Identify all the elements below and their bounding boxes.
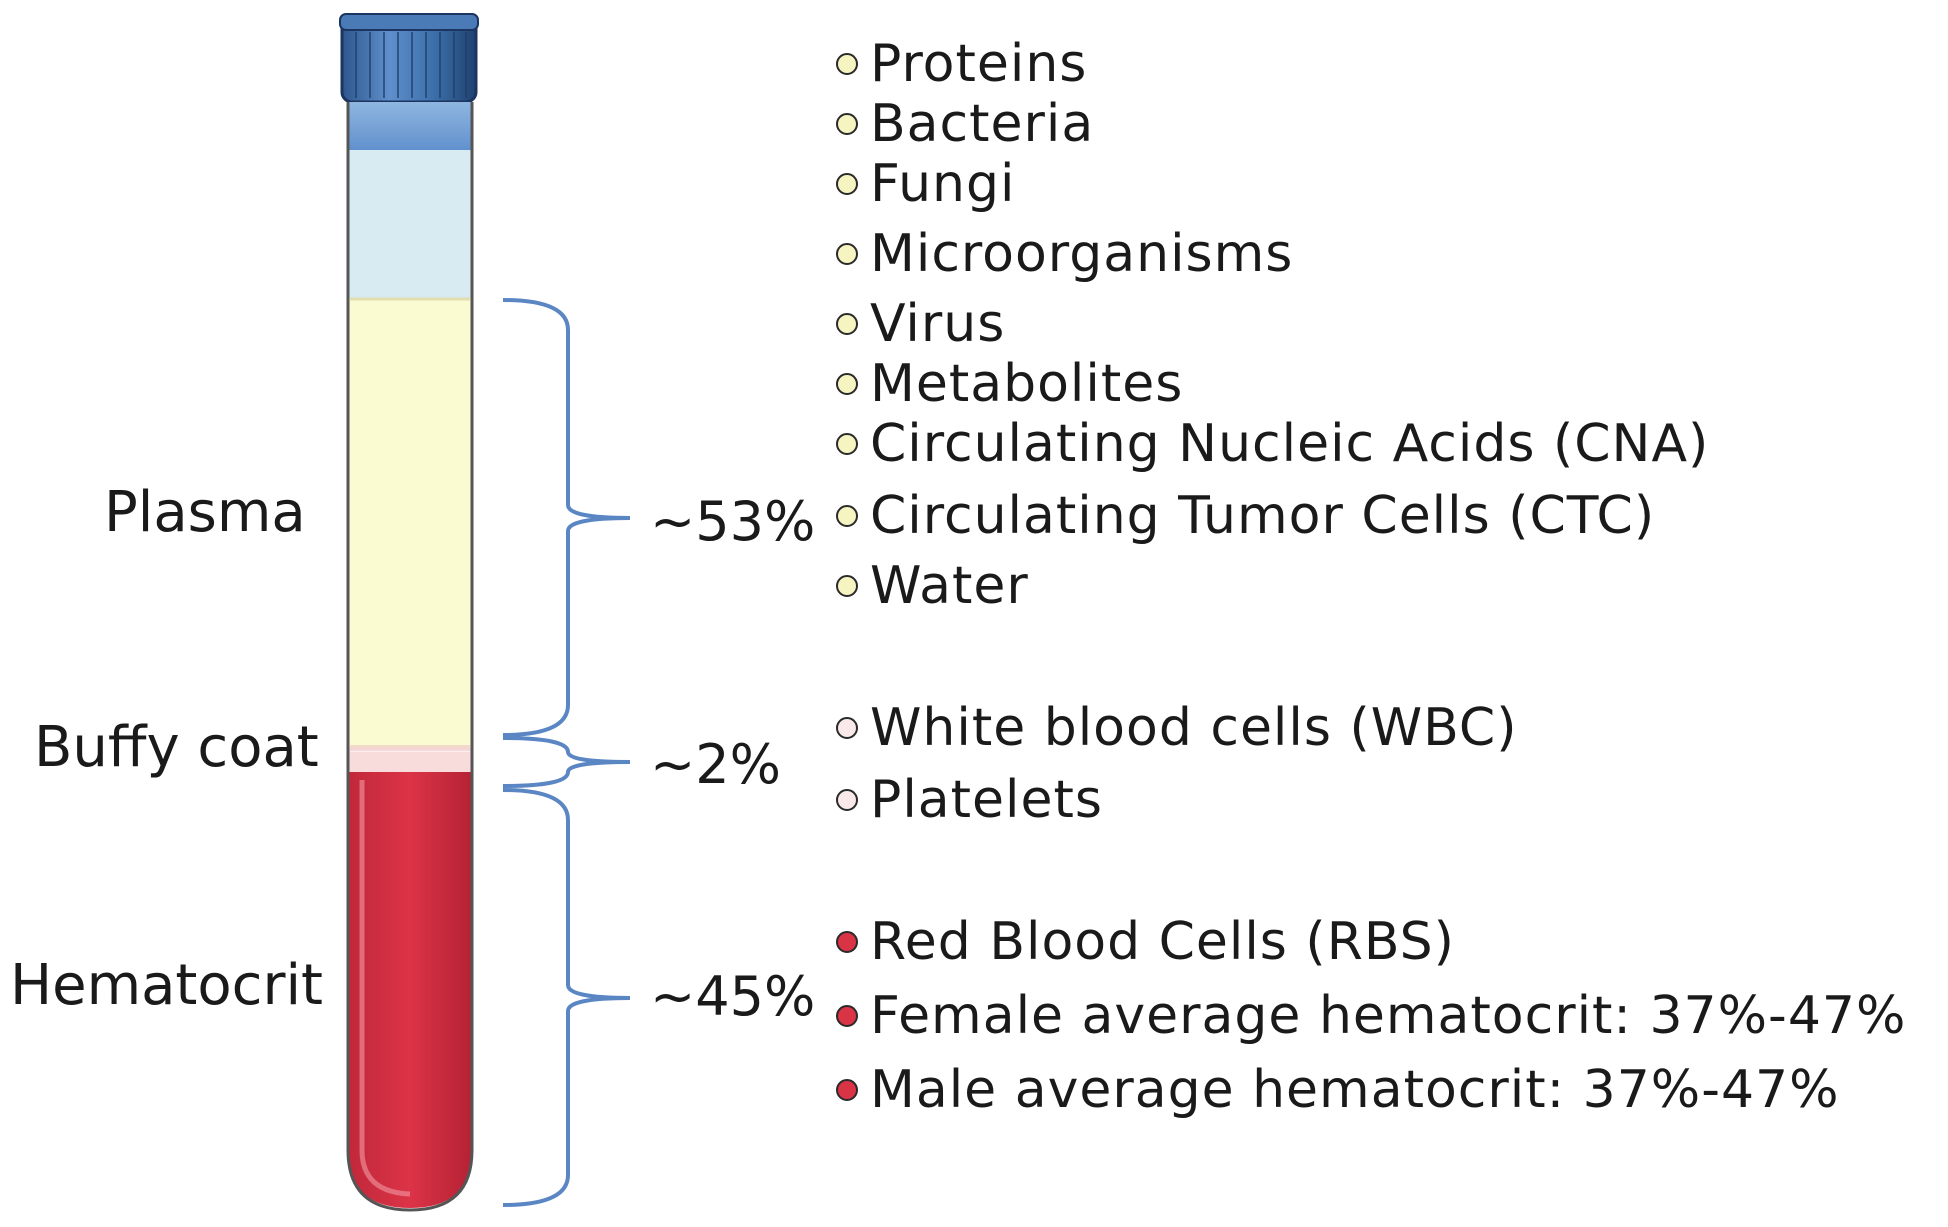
hematocrit-percent: ~45% [650,965,816,1028]
tube-cap [339,13,479,104]
list-item: Fungi [836,154,1015,214]
plasma-layer [348,298,472,748]
buffy-coat-label: Buffy coat [34,715,319,780]
hematocrit-bracket [502,788,631,1207]
list-item: Virus [836,294,1005,354]
air-space [348,150,472,298]
bullet-dot [836,113,858,135]
list-item: Red Blood Cells (RBS) [836,912,1455,972]
bullet-dot [836,931,858,953]
bullet-dot [836,173,858,195]
list-item: Metabolites [836,354,1183,414]
bullet-dot [836,53,858,75]
bullet-dot [836,433,858,455]
bullet-dot [836,1005,858,1027]
plasma-label: Plasma [104,480,306,545]
list-item: Microorganisms [836,224,1293,284]
buffy-coat-layer [348,748,472,772]
list-item: White blood cells (WBC) [836,698,1518,758]
list-item: Proteins [836,34,1087,94]
list-item: Circulating Tumor Cells (CTC) [836,486,1655,546]
bullet-dot [836,505,858,527]
list-item: Water [836,556,1029,616]
plasma-percent: ~53% [650,490,816,553]
list-item: Circulating Nucleic Acids (CNA) [836,414,1709,474]
buffy-coat-bracket [502,736,631,788]
hematocrit-label: Hematocrit [10,953,323,1018]
list-item: Male average hematocrit: 37%-47% [836,1060,1840,1120]
bullet-dot [836,243,858,265]
buffy-coat-percent: ~2% [650,733,781,796]
plasma-bracket [502,298,631,737]
hematocrit-layer [348,772,472,1208]
list-item: Female average hematocrit: 37%-47% [836,986,1906,1046]
bullet-dot [836,717,858,739]
bullet-dot [836,313,858,335]
bullet-dot [836,1079,858,1101]
list-item: Platelets [836,770,1103,830]
bullet-dot [836,789,858,811]
bullet-dot [836,575,858,597]
tube-body [346,102,474,1212]
list-item: Bacteria [836,94,1094,154]
bullet-dot [836,373,858,395]
